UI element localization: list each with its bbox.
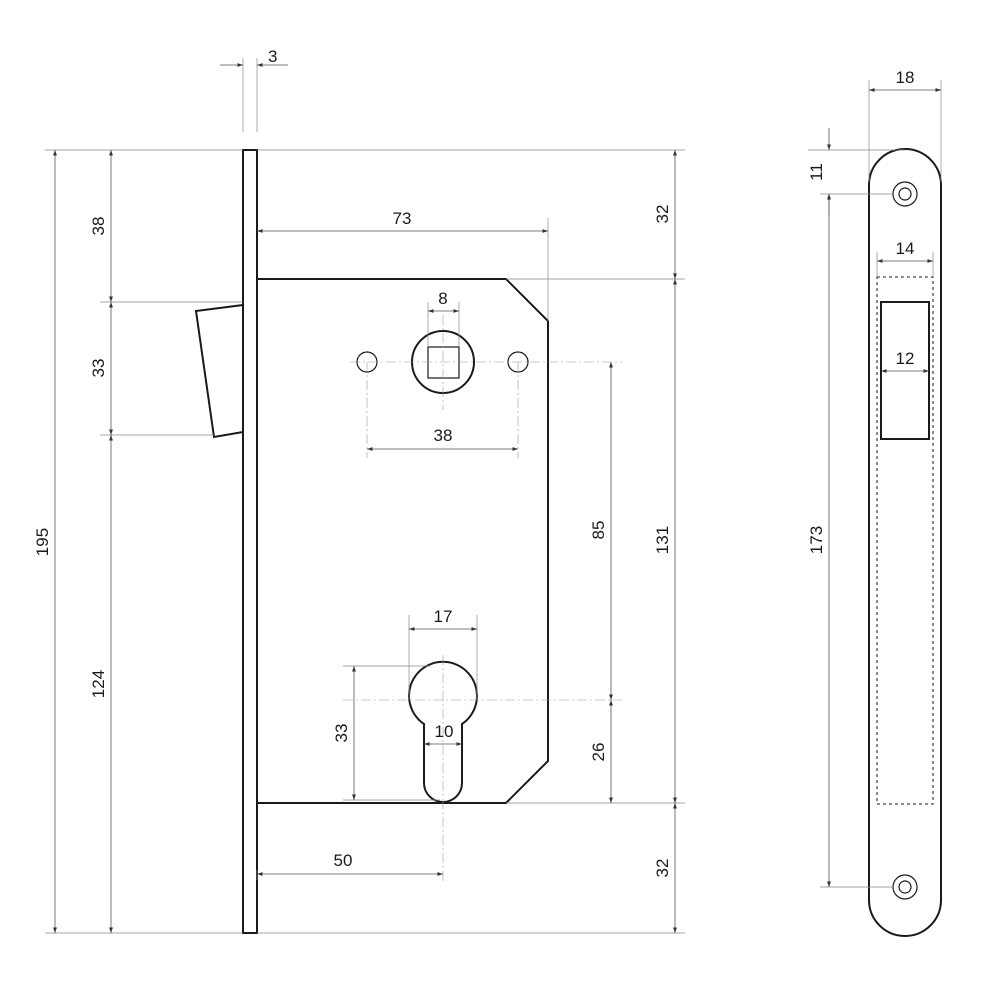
extension-lines	[45, 58, 685, 934]
dim-body-height: 131	[653, 526, 672, 554]
faceplate	[242, 149, 258, 934]
center-lines	[343, 315, 622, 882]
dim-latch-opening: 12	[896, 349, 915, 368]
strike-screw-top-outer	[892, 181, 918, 207]
strike-dimension-lines	[827, 88, 941, 887]
dim-backset-cylinder: 50	[334, 851, 353, 870]
dim-cylinder-width: 17	[434, 607, 453, 626]
dim-screw-hole-spacing: 38	[434, 426, 453, 445]
dim-strike-width: 18	[896, 68, 915, 87]
dim-top-margin-right: 32	[653, 205, 672, 224]
dim-cylinder-height: 33	[332, 724, 351, 743]
dim-screw-spacing: 173	[807, 526, 826, 554]
strike-recess-dashed	[876, 276, 934, 805]
mortise-lock	[194, 149, 549, 934]
strike-dimension-labels: 18 11 173 14 12	[807, 68, 914, 554]
dim-opening-width: 14	[896, 239, 915, 258]
dim-spindle-to-cylinder: 85	[589, 521, 608, 540]
dim-faceplate-thickness: 3	[268, 47, 277, 66]
dim-latch-to-bottom: 124	[89, 670, 108, 698]
spindle-square	[427, 346, 460, 379]
latch-opening	[880, 301, 930, 440]
latch-bolt	[194, 304, 244, 439]
dim-cylinder-to-body-bottom: 26	[589, 743, 608, 762]
dim-screw-offset: 11	[807, 163, 826, 181]
strike-screw-top-inner	[898, 187, 912, 201]
dimension-lines	[53, 63, 677, 933]
dim-latch-height: 33	[89, 359, 108, 378]
dim-backset-top: 73	[393, 209, 412, 228]
dim-spindle-square: 8	[438, 289, 447, 308]
strike-screw-bottom-inner	[898, 880, 912, 894]
dim-top-to-latch: 38	[89, 217, 108, 236]
dim-bottom-margin-right: 32	[653, 859, 672, 878]
strike-screw-bottom-outer	[892, 874, 918, 900]
strike-plate-outline	[868, 148, 942, 937]
dim-cylinder-slot: 10	[435, 722, 454, 741]
lock-case	[257, 278, 549, 804]
dim-faceplate-height: 195	[33, 528, 52, 556]
strike-plate	[868, 148, 942, 937]
strike-extension-lines	[808, 80, 942, 888]
dimension-labels: 3 195 38 33 124 73 32 131 32 8 38 85 17 …	[33, 47, 672, 877]
